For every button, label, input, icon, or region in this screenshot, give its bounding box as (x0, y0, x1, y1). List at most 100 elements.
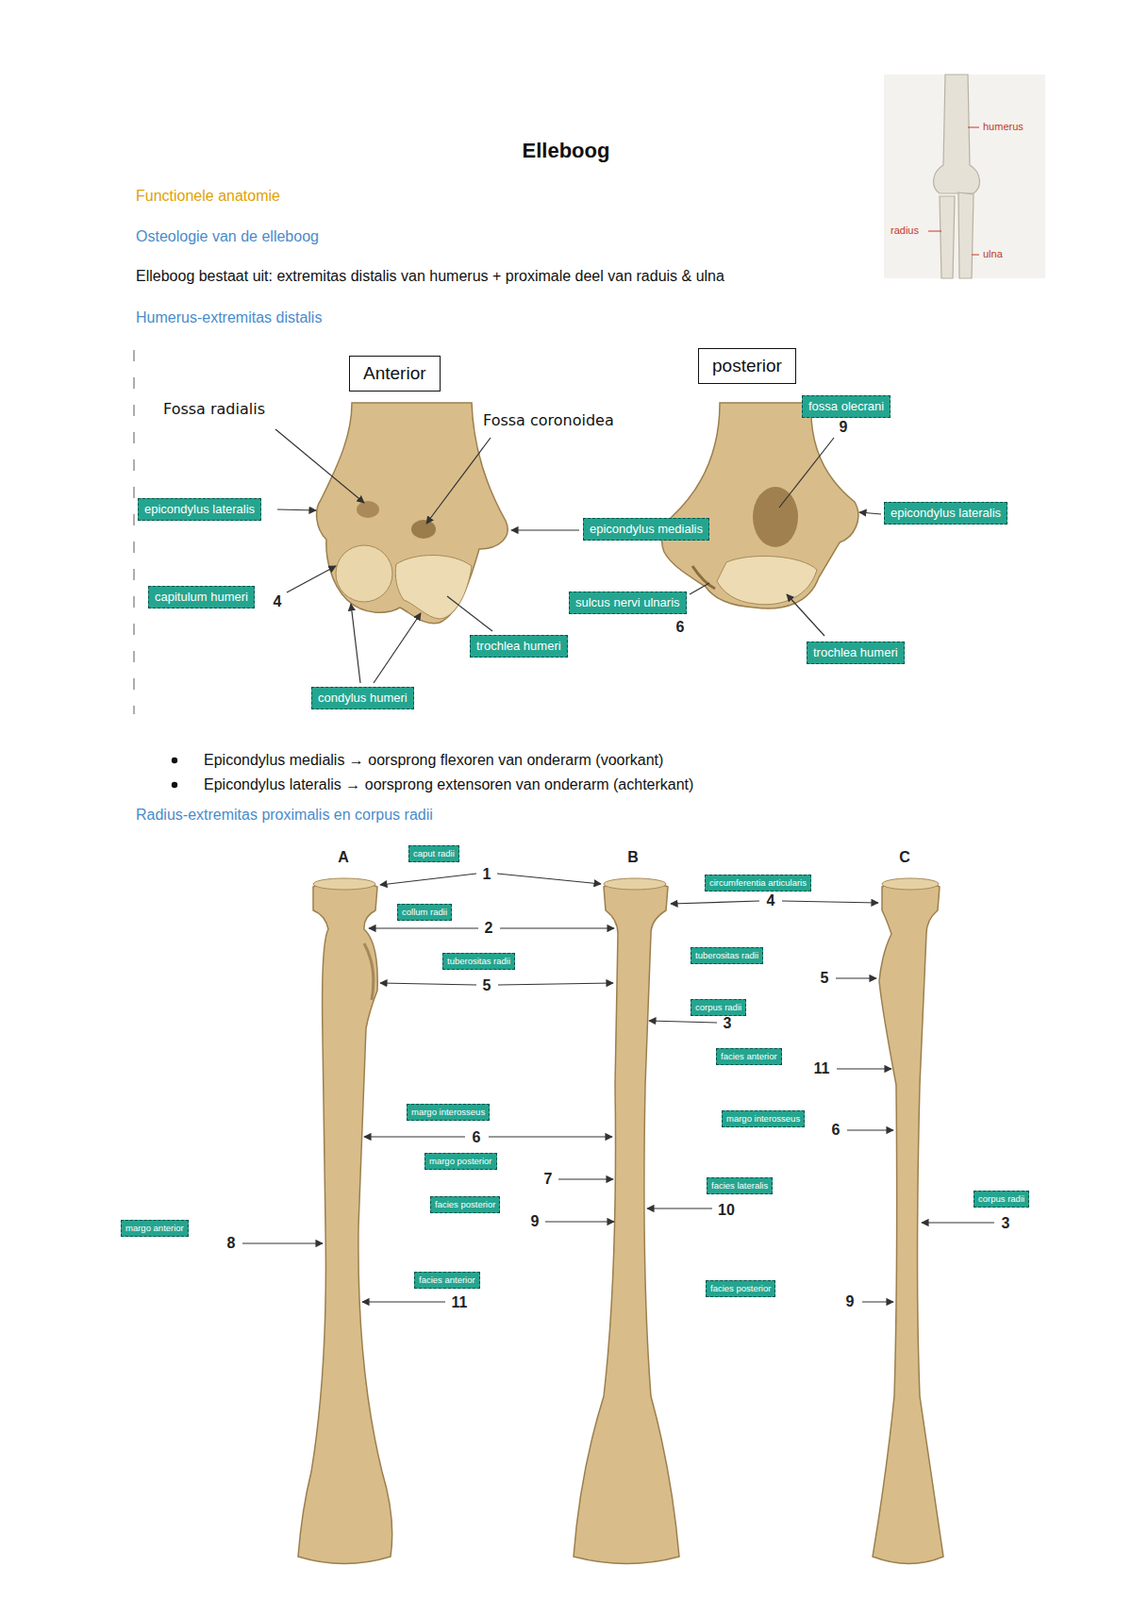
part-tag: trochlea humeri (469, 634, 568, 658)
part-tag: sulcus nervi ulnaris (568, 591, 687, 615)
tag-text: margo interosseus (726, 1113, 800, 1125)
leader-line (836, 1067, 892, 1069)
view-letter: C (898, 848, 911, 866)
view-letter: A (337, 848, 350, 866)
leader-line (511, 529, 580, 531)
callout-number: 6 (676, 617, 685, 636)
thumbnail-label: radius (890, 224, 919, 237)
tag-text: facies posterior (434, 1198, 496, 1211)
thumbnail-leader (967, 127, 980, 129)
radius-head-surface (603, 878, 666, 890)
trochlea-surface (716, 555, 817, 604)
part-tag: trochlea humeri (806, 641, 905, 665)
tag-text: trochlea humeri (813, 645, 899, 661)
leader-line (488, 1135, 613, 1137)
part-tag: tuberositas radii (442, 952, 516, 970)
part-tag: facies anterior (715, 1048, 783, 1066)
fossa-radialis-shape (356, 500, 380, 518)
part-tag: collum radii (397, 903, 452, 921)
body-text: Elleboog bestaat uit: extremitas distali… (135, 266, 725, 285)
part-tag: capitulum humeri (148, 585, 255, 609)
thumbnail-leader (971, 254, 980, 256)
leader-line (362, 1300, 446, 1302)
callout-number: 1 (482, 865, 492, 883)
callout-number: 9 (531, 1212, 540, 1231)
fossa-coronoidea-shape (411, 519, 436, 539)
radius-bone-c (872, 880, 944, 1565)
thumbnail-leader (928, 231, 942, 233)
part-tag: epicondylus medialis (582, 517, 710, 541)
tag-text: epicondylus lateralis (890, 505, 1001, 521)
tag-text: fossa olecrani (808, 399, 884, 415)
leader-line (275, 429, 365, 503)
leader-line (242, 1242, 323, 1244)
view-box: Anterior (349, 355, 441, 392)
part-tag: corpus radii (973, 1190, 1030, 1208)
ulnar-groove (692, 566, 716, 589)
part-tag: epicondylus lateralis (137, 498, 262, 521)
part-tag: caput radii (408, 845, 460, 863)
thumbnail-humerus (933, 74, 981, 194)
tag-text: margo anterior (125, 1222, 184, 1234)
part-tag: facies posterior (705, 1280, 776, 1298)
thumbnail-ground (883, 74, 1046, 279)
leader-line (497, 873, 601, 884)
callout-number: 11 (814, 1059, 831, 1078)
tag-text: posterior (712, 355, 783, 377)
margin-bar (133, 349, 134, 715)
tag-text: caput radii (413, 848, 455, 860)
part-tag: margo interosseus (721, 1110, 805, 1128)
radius-bone-a (298, 880, 393, 1565)
radius-head-surface (313, 878, 376, 890)
radius-illustrations (298, 878, 944, 1565)
tag-text: circumferentia articularis (709, 877, 807, 889)
part-tag: margo anterior (120, 1219, 189, 1237)
bullet-text: Epicondylus lateralis → oorsprong extens… (203, 775, 694, 794)
leader-line (277, 509, 317, 511)
humerus-leaders (275, 429, 882, 683)
trochlea-surface (395, 554, 472, 619)
tag-text: facies lateralis (711, 1180, 768, 1192)
tag-text: tuberositas radii (695, 949, 759, 962)
tag-text: tuberositas radii (447, 955, 511, 967)
part-tag: facies anterior (414, 1271, 481, 1289)
part-tag: circumferentia articularis (704, 874, 812, 892)
callout-number: 5 (482, 976, 492, 995)
callout-number: 4 (766, 891, 776, 910)
tuberosity-ridge (364, 943, 374, 1000)
section-heading: Radius-extremitas proximalis en corpus r… (135, 805, 433, 824)
tag-text: collum radii (401, 906, 448, 918)
elbow-thumbnail (883, 74, 1046, 279)
tag-text: margo posterior (429, 1155, 493, 1167)
bullet-dot (171, 757, 178, 764)
figure-label: Fossa radialis (163, 399, 266, 418)
tag-text: corpus radii (695, 1001, 742, 1014)
leader-line (847, 1129, 894, 1131)
tag-text: epicondylus medialis (589, 521, 703, 537)
bullet-dot (171, 782, 178, 788)
part-tag: fossa olecrani (801, 395, 891, 418)
humerus-bone (662, 402, 859, 609)
leader-line (689, 582, 710, 595)
humerus-anterior-illustration (316, 402, 508, 624)
tag-text: margo interosseus (411, 1106, 485, 1118)
tag-text: Anterior (363, 363, 427, 384)
part-tag: corpus radii (690, 998, 747, 1016)
radius-head-surface (882, 878, 939, 890)
part-tag: tuberositas radii (690, 947, 764, 965)
leader-line (380, 982, 477, 985)
leader-line (350, 603, 361, 683)
part-tag: epicondylus lateralis (883, 501, 1008, 525)
leader-line (786, 594, 825, 636)
tag-text: corpus radii (978, 1193, 1025, 1205)
leader-line (779, 437, 834, 508)
leader-line (782, 900, 879, 903)
tag-text: capitulum humeri (154, 589, 249, 605)
humerus-posterior-illustration (662, 402, 859, 609)
callout-number: 3 (1001, 1214, 1011, 1232)
view-box: posterior (698, 348, 797, 384)
page-title: Elleboog (0, 138, 1132, 164)
thumbnail-label: ulna (982, 248, 1003, 261)
tag-text: condylus humeri (317, 690, 408, 706)
